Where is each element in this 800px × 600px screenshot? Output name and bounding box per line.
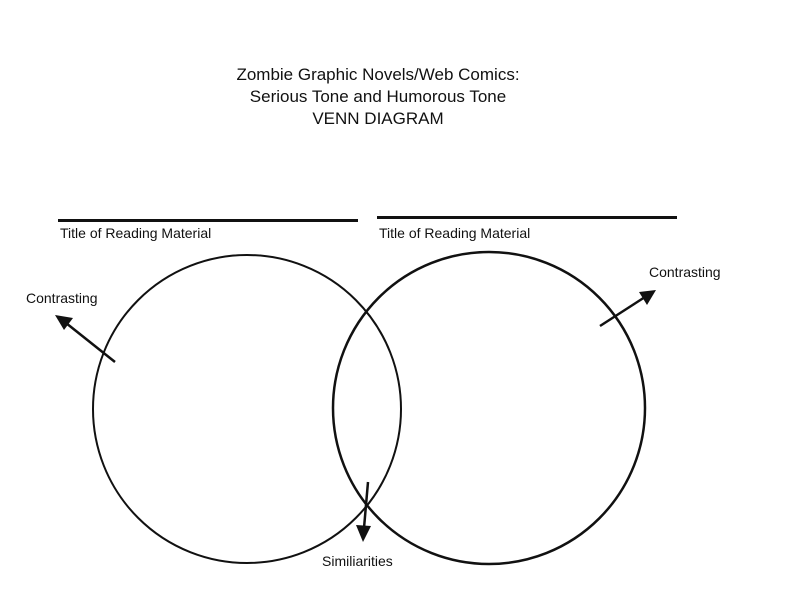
title-line-3: VENN DIAGRAM (312, 109, 444, 128)
right-contrasting-label: Contrasting (649, 264, 721, 280)
diagram-title: Zombie Graphic Novels/Web Comics: Seriou… (168, 64, 588, 130)
left-contrasting-arrow (55, 315, 116, 363)
left-title-label: Title of Reading Material (60, 225, 212, 241)
right-title-blank-line (377, 216, 677, 219)
title-line-1: Zombie Graphic Novels/Web Comics: (236, 65, 520, 84)
similarities-arrow (356, 481, 371, 542)
left-title-blank-line (58, 219, 358, 222)
left-contrasting-label: Contrasting (26, 290, 98, 306)
similarities-label: Similiarities (322, 553, 393, 569)
right-circle (331, 250, 647, 566)
right-title-label: Title of Reading Material (379, 225, 531, 241)
title-line-2: Serious Tone and Humorous Tone (249, 87, 507, 106)
left-circle (92, 254, 402, 564)
right-contrasting-arrow (599, 290, 656, 328)
